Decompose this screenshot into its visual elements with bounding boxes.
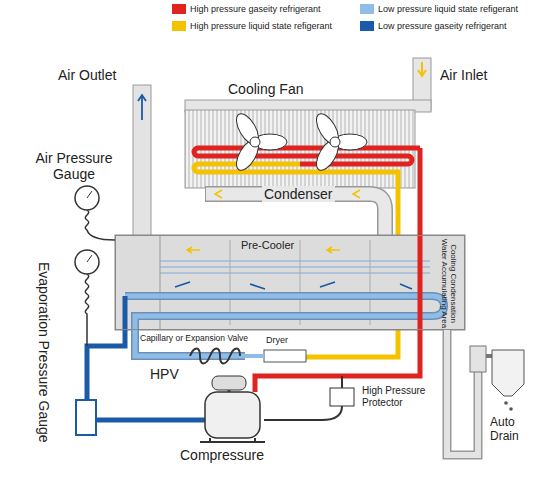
air-inlet-duct bbox=[185, 58, 431, 112]
drain-drop bbox=[504, 401, 508, 405]
compressor bbox=[205, 392, 260, 438]
dryer-filter bbox=[264, 350, 306, 362]
protector-tap bbox=[341, 376, 343, 388]
air-outlet-pipe bbox=[133, 85, 151, 237]
legend-text: Low pressure gaseity refrigerant bbox=[378, 21, 507, 31]
legend-entry: High pressure liquid state refigerant bbox=[172, 21, 332, 31]
evaporator-tube bbox=[125, 296, 444, 356]
part-label: Condenser bbox=[262, 186, 335, 202]
legend-swatch bbox=[360, 4, 374, 14]
legend-swatch bbox=[172, 21, 186, 31]
part-label: Evaporation Pressure Gauge bbox=[36, 262, 52, 443]
pressure-gauge bbox=[75, 186, 99, 210]
part-label: High Pressure Protector bbox=[362, 385, 442, 408]
legend-entry: Low pressure gaseity refrigerant bbox=[360, 21, 507, 31]
port-label: Air Inlet bbox=[440, 67, 487, 83]
part-label: Capillary or Expansion Valve bbox=[140, 334, 248, 344]
discharge-line bbox=[255, 148, 420, 392]
legend-text: Low pressure liquid state refigerant bbox=[378, 4, 518, 14]
compressor-base bbox=[200, 438, 265, 442]
cooling-fan bbox=[312, 110, 367, 173]
part-label: HPV bbox=[150, 366, 179, 382]
gauge-needle bbox=[87, 191, 92, 198]
drain-valve bbox=[470, 346, 486, 372]
capillary-line bbox=[245, 354, 264, 358]
legend-text: High pressure gaseity refrigerant bbox=[190, 4, 321, 14]
part-label: Dryer bbox=[266, 335, 288, 345]
accumulator bbox=[76, 400, 96, 435]
legend-swatch bbox=[172, 4, 186, 14]
gauge-tube bbox=[85, 210, 115, 240]
legend-swatch bbox=[360, 21, 374, 31]
legend-entry: Low pressure liquid state refigerant bbox=[360, 4, 518, 14]
gauge-needle bbox=[87, 255, 92, 262]
part-label: Compressure bbox=[180, 447, 264, 463]
area-label: Cooling Condensation Water Accumulating … bbox=[439, 238, 457, 329]
pressure-protector bbox=[330, 388, 354, 406]
part-label: Air Pressure Gauge bbox=[22, 150, 126, 182]
legend-text: High pressure liquid state refigerant bbox=[190, 21, 332, 31]
hpv-valve bbox=[212, 376, 246, 390]
protector-cable bbox=[264, 406, 342, 420]
water-area-box: Cooling Condensation Water Accumulating … bbox=[431, 236, 466, 331]
part-label: Cooling Fan bbox=[228, 81, 304, 97]
capillary-coil bbox=[190, 349, 240, 364]
drain-valve bbox=[486, 354, 492, 358]
drain-drop bbox=[509, 407, 513, 411]
cooling-fan bbox=[232, 110, 287, 173]
part-label: Auto Drain bbox=[490, 416, 534, 444]
suction-line bbox=[87, 296, 205, 420]
evaporator-tube bbox=[125, 296, 444, 356]
air-arrow bbox=[138, 95, 146, 120]
box-title: Pre-Cooler bbox=[238, 239, 297, 252]
legend-entry: High pressure gaseity refrigerant bbox=[172, 4, 321, 14]
pressure-gauge bbox=[75, 250, 99, 274]
drain-bowl bbox=[492, 350, 524, 396]
pre-cooler-box: Cooling Condensation Water Accumulating … bbox=[115, 235, 465, 330]
gauge-tube bbox=[85, 274, 88, 346]
port-label: Air Outlet bbox=[58, 67, 116, 83]
